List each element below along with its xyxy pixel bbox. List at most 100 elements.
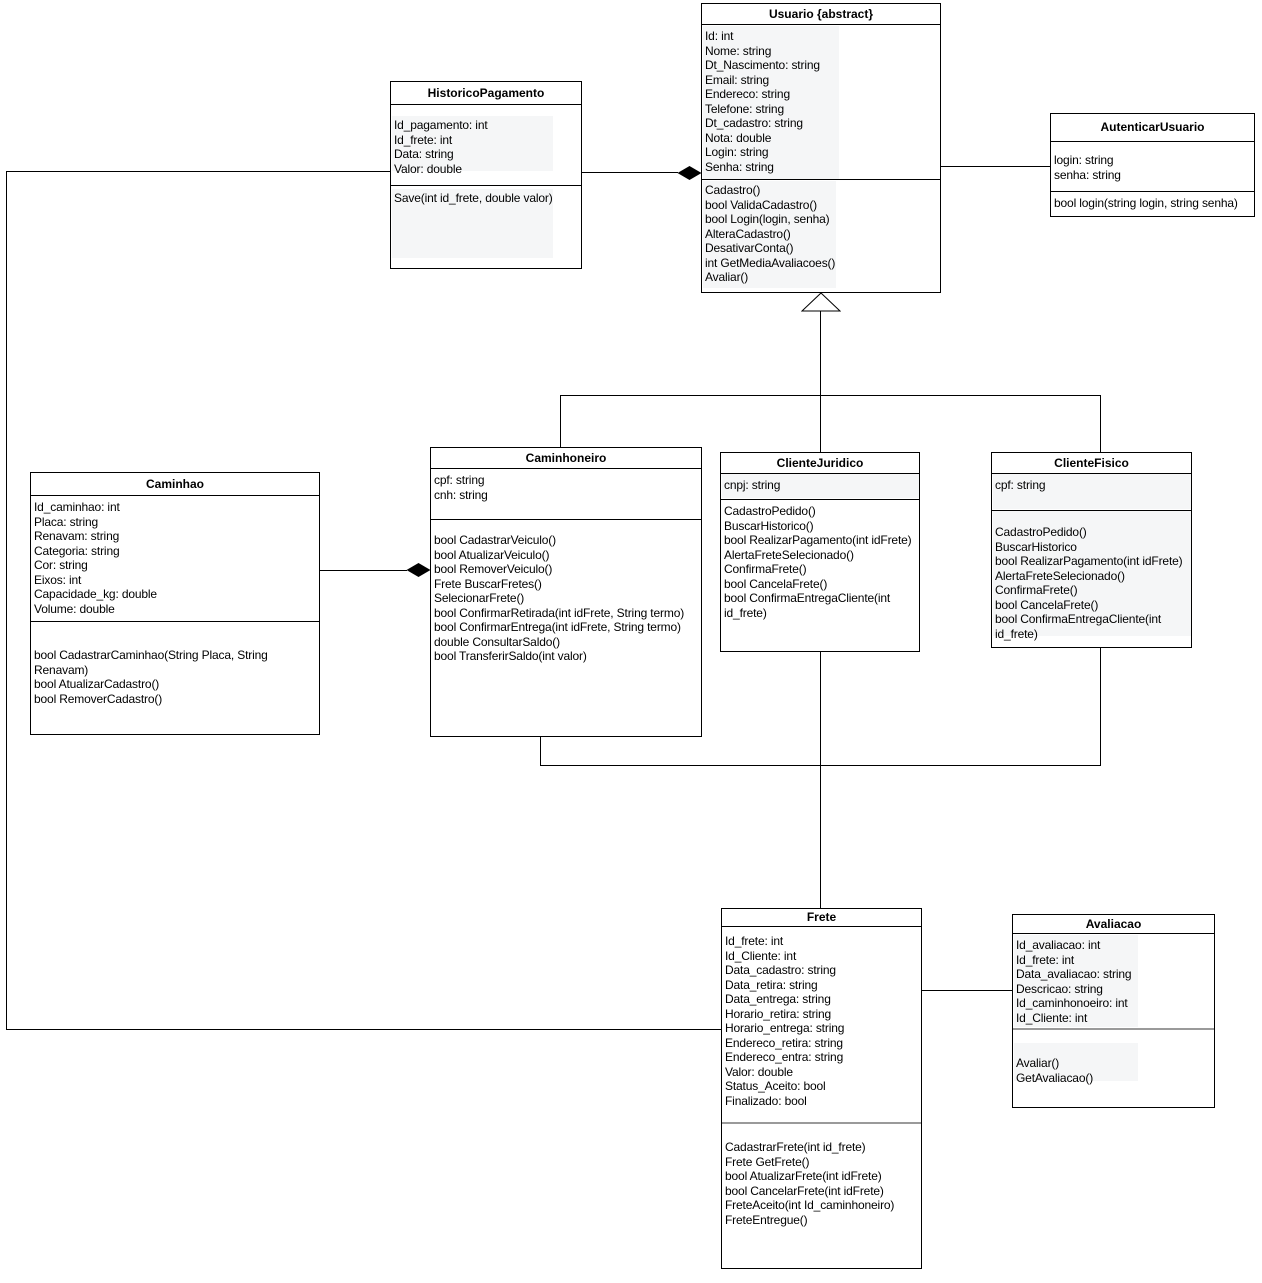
member-line: double ConsultarSaldo() xyxy=(434,634,560,649)
member-line: bool Login(login, senha) xyxy=(705,212,830,226)
association-edge-historicopagamento-frete[interactable] xyxy=(6,171,390,172)
member-line: Finalizado: bool xyxy=(725,1093,807,1108)
member-line: bool CancelarFrete(int idFrete) xyxy=(725,1183,884,1198)
member-line: AlertaFreteSelecionado() xyxy=(724,547,854,562)
member-line: bool AtualizarCadastro() xyxy=(34,677,160,691)
association-edge-usuario-autenticarusuario[interactable] xyxy=(941,166,1050,167)
methods-compartment: CadastroPedido()BuscarHistorico()bool Re… xyxy=(721,500,919,651)
member-line: bool RemoverVeiculo() xyxy=(434,562,553,576)
highlight-shade xyxy=(722,474,919,498)
highlight-shade xyxy=(703,26,839,179)
member-line: Nota: double xyxy=(705,130,772,145)
member-line: Categoria: string xyxy=(34,543,120,558)
methods-compartment: Save(int id_frete, double valor) xyxy=(391,186,581,268)
member-line: bool CadastrarCaminhao(String Placa, Str… xyxy=(34,648,268,677)
association-edge-clientejuridico-frete[interactable] xyxy=(820,652,821,908)
class-clientejuridico[interactable]: ClienteJuridico cnpj: string CadastroPed… xyxy=(720,452,920,652)
highlight-shade xyxy=(703,181,836,288)
class-title: Caminhoneiro xyxy=(431,448,701,469)
member-line: Data_avaliacao: string xyxy=(1016,967,1132,981)
member-line: Avaliar() xyxy=(705,270,749,284)
member-line: Volume: double xyxy=(34,601,115,616)
composition-diamond xyxy=(406,563,431,577)
member-line: bool ConfirmaEntregaCliente(int id_frete… xyxy=(724,591,891,620)
member-line: Dt_cadastro: string xyxy=(705,116,803,130)
member-line: cpf: string xyxy=(995,478,1046,492)
member-line: bool CadastrarVeiculo() xyxy=(434,533,556,547)
member-line: Senha: string xyxy=(705,159,774,174)
methods-compartment: bool CadastrarVeiculo()bool AtualizarVei… xyxy=(431,520,701,736)
member-line: Endereco_entra: string xyxy=(725,1050,844,1064)
member-line: Horario_entrega: string xyxy=(725,1021,845,1035)
member-line: Id_frete: int xyxy=(394,132,453,147)
member-line: Frete GetFrete() xyxy=(725,1154,810,1169)
attributes-compartment: cpf: string xyxy=(992,474,1191,511)
class-title: Caminhao xyxy=(31,473,319,496)
class-title: HistoricoPagamento xyxy=(391,82,581,105)
member-line: Id_caminhao: int xyxy=(34,500,120,514)
member-line: CadastroPedido() xyxy=(724,504,816,518)
generalization-edge[interactable] xyxy=(820,311,821,452)
member-line: ConfirmaFrete() xyxy=(724,562,807,576)
member-line: AlteraCadastro() xyxy=(705,226,791,241)
methods-compartment: CadastrarFrete(int id_frete)Frete GetFre… xyxy=(722,1124,921,1268)
member-line: Endereco: string xyxy=(705,87,790,101)
generalization-edge[interactable] xyxy=(1100,395,1101,452)
member-line: Login: string xyxy=(705,145,769,159)
member-line: bool RealizarPagamento(int idFrete) xyxy=(724,533,912,547)
class-title: ClienteFisico xyxy=(992,453,1191,474)
member-line: Email: string xyxy=(705,72,770,87)
member-line: Avaliar() xyxy=(1016,1056,1060,1070)
highlight-shade xyxy=(1014,1043,1138,1081)
association-edge-historicopagamento-frete[interactable] xyxy=(6,171,7,1029)
class-title: AutenticarUsuario xyxy=(1051,114,1254,142)
member-line: FreteAceito(int Id_caminhoneiro) xyxy=(725,1198,895,1212)
member-line: Placa: string xyxy=(34,514,99,529)
member-line: Id: int xyxy=(705,29,734,43)
member-line: cpf: string xyxy=(434,473,485,487)
member-line: Nome: string xyxy=(705,43,772,58)
member-line: Id_frete: int xyxy=(725,934,784,948)
member-line: bool AtualizarVeiculo() xyxy=(434,547,550,562)
member-line: Renavam: string xyxy=(34,529,120,543)
member-line: Endereco_retira: string xyxy=(725,1035,843,1050)
member-line: Data_retira: string xyxy=(725,977,818,992)
member-line: Id_caminhonoeiro: int xyxy=(1016,996,1128,1010)
member-line: Descricao: string xyxy=(1016,981,1103,996)
generalization-edge[interactable] xyxy=(560,395,561,447)
association-edge-caminhoneiro-frete[interactable] xyxy=(540,737,541,765)
member-line: Valor: double xyxy=(394,161,462,176)
methods-compartment: Cadastro()bool ValidaCadastro()bool Logi… xyxy=(702,180,940,293)
member-line: bool ConfirmaEntregaCliente(int id_frete… xyxy=(995,612,1162,641)
association-edge-historicopagamento-frete[interactable] xyxy=(6,1029,721,1030)
highlight-shade xyxy=(392,116,553,171)
highlight-shade xyxy=(1014,935,1138,1027)
member-line: Id_Cliente: int xyxy=(1016,1010,1088,1025)
member-line: bool TransferirSaldo(int valor) xyxy=(434,649,587,663)
member-line: Id_Cliente: int xyxy=(725,948,797,963)
composition-edge-caminhao-caminhoneiro[interactable] xyxy=(320,570,407,571)
member-line: Horario_retira: string xyxy=(725,1006,832,1021)
composition-edge-historicopagamento-usuario[interactable] xyxy=(582,172,678,173)
class-clientefisico[interactable]: ClienteFisico cpf: string CadastroPedido… xyxy=(991,452,1192,648)
association-edge-clientefisico-frete[interactable] xyxy=(1100,648,1101,765)
generalization-triangle xyxy=(801,292,841,312)
member-line: DesativarConta() xyxy=(705,241,794,255)
generalization-edge[interactable] xyxy=(560,395,1100,396)
member-line: bool CancelaFrete() xyxy=(724,576,828,591)
association-edge-frete-avaliacao[interactable] xyxy=(922,990,1012,991)
member-line: cnpj: string xyxy=(724,478,781,492)
member-line: BuscarHistorico xyxy=(995,539,1077,554)
member-line: SelecionarFrete() xyxy=(434,591,525,605)
